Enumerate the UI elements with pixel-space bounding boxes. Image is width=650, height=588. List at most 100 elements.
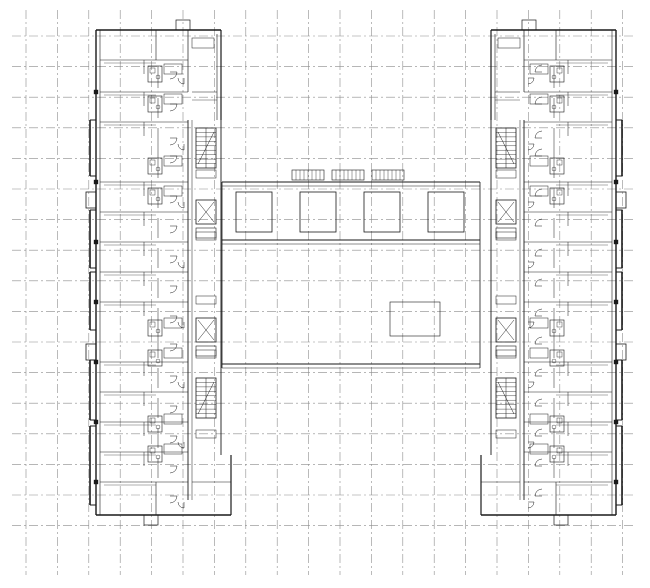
bathroom-fixture <box>163 63 183 75</box>
door-swing <box>177 77 185 85</box>
fixture-basin <box>551 424 557 430</box>
door-swing <box>177 201 185 209</box>
fixture-basin <box>155 166 161 172</box>
bathroom-fixture <box>529 443 549 455</box>
elevator-lobby <box>195 345 217 357</box>
fixture-basin <box>551 166 557 172</box>
bathroom-fixture <box>147 349 163 367</box>
bathroom-fixture <box>163 443 183 455</box>
column <box>613 89 619 95</box>
bathroom-fixture <box>556 351 563 358</box>
door-swing <box>527 143 535 151</box>
bathroom-fixture <box>149 189 156 196</box>
column <box>613 299 619 305</box>
door-swing <box>169 315 178 324</box>
service-duct <box>495 231 517 241</box>
bathroom-fixture <box>529 413 549 425</box>
door-swing <box>169 375 178 384</box>
bathroom-fixture <box>549 157 565 175</box>
bathroom-fixture <box>163 413 183 425</box>
column <box>93 89 99 95</box>
stair-arrow <box>197 131 215 165</box>
bathroom-fixture <box>556 67 563 74</box>
service-duct <box>195 231 217 241</box>
door-swing <box>534 368 543 377</box>
door-swing <box>534 458 543 467</box>
bathroom-fixture <box>549 445 565 463</box>
service-duct <box>495 349 517 359</box>
service-duct <box>195 349 217 359</box>
door-swing <box>177 501 185 509</box>
column <box>613 419 619 425</box>
bathroom-fixture <box>147 95 163 113</box>
door-swing <box>534 428 543 437</box>
elevator-shaft <box>195 199 217 225</box>
axis-grid <box>12 10 636 575</box>
door-swing <box>177 261 185 269</box>
elevator-shaft <box>195 317 217 343</box>
door-swing <box>527 501 535 509</box>
door-swing <box>169 103 178 112</box>
bathroom-fixture <box>149 447 156 454</box>
elevator-shaft <box>495 317 517 343</box>
door-swing <box>534 336 543 345</box>
bathroom-fixture <box>549 65 565 83</box>
fixture-basin <box>155 454 161 460</box>
door-swing <box>177 143 185 151</box>
bathroom-fixture <box>147 187 163 205</box>
service-duct <box>195 295 217 305</box>
column <box>93 359 99 365</box>
bathroom-fixture <box>529 63 549 75</box>
entry-step <box>143 514 159 526</box>
elevator-cross <box>197 201 215 223</box>
fixture-basin <box>551 74 557 80</box>
fixture-basin <box>155 196 161 202</box>
west-wing <box>85 19 232 526</box>
column <box>93 179 99 185</box>
door-swing <box>534 96 543 105</box>
door-swing <box>527 321 535 329</box>
door-swing <box>527 381 535 389</box>
bathroom-fixture <box>163 185 183 197</box>
column <box>613 239 619 245</box>
stair-arrow <box>497 381 515 415</box>
bathroom-fixture <box>149 67 156 74</box>
service-duct <box>191 37 215 49</box>
bathroom-fixture <box>163 347 183 359</box>
door-swing <box>169 255 178 264</box>
door-swing <box>534 188 543 197</box>
door-swing <box>527 441 535 449</box>
skylight-panel <box>235 191 273 233</box>
bathroom-fixture <box>149 417 156 424</box>
door-swing <box>169 225 178 234</box>
elevator-cross <box>497 201 515 223</box>
bathroom-fixture <box>149 159 156 166</box>
elevator-lobby <box>495 227 517 239</box>
elevator-lobby <box>195 227 217 239</box>
door-swing <box>169 495 178 504</box>
bathroom-fixture <box>529 155 549 167</box>
column <box>613 479 619 485</box>
fixture-basin <box>551 358 557 364</box>
skylight-panel <box>363 191 401 233</box>
door-swing <box>169 155 178 164</box>
bathroom-fixture <box>549 95 565 113</box>
column <box>93 299 99 305</box>
door-swing <box>169 405 178 414</box>
door-swing <box>169 343 178 352</box>
entry-notch <box>85 191 97 209</box>
door-swing <box>534 248 543 257</box>
central-connector <box>221 169 481 369</box>
door-swing <box>177 381 185 389</box>
bathroom-fixture <box>149 97 156 104</box>
bathroom-fixture <box>556 189 563 196</box>
service-duct <box>195 169 217 179</box>
fixture-basin <box>155 358 161 364</box>
bathroom-fixture <box>147 157 163 175</box>
bathroom-fixture <box>149 351 156 358</box>
column <box>93 479 99 485</box>
fixture-basin <box>551 196 557 202</box>
fixture-basin <box>155 104 161 110</box>
door-swing <box>534 130 543 139</box>
